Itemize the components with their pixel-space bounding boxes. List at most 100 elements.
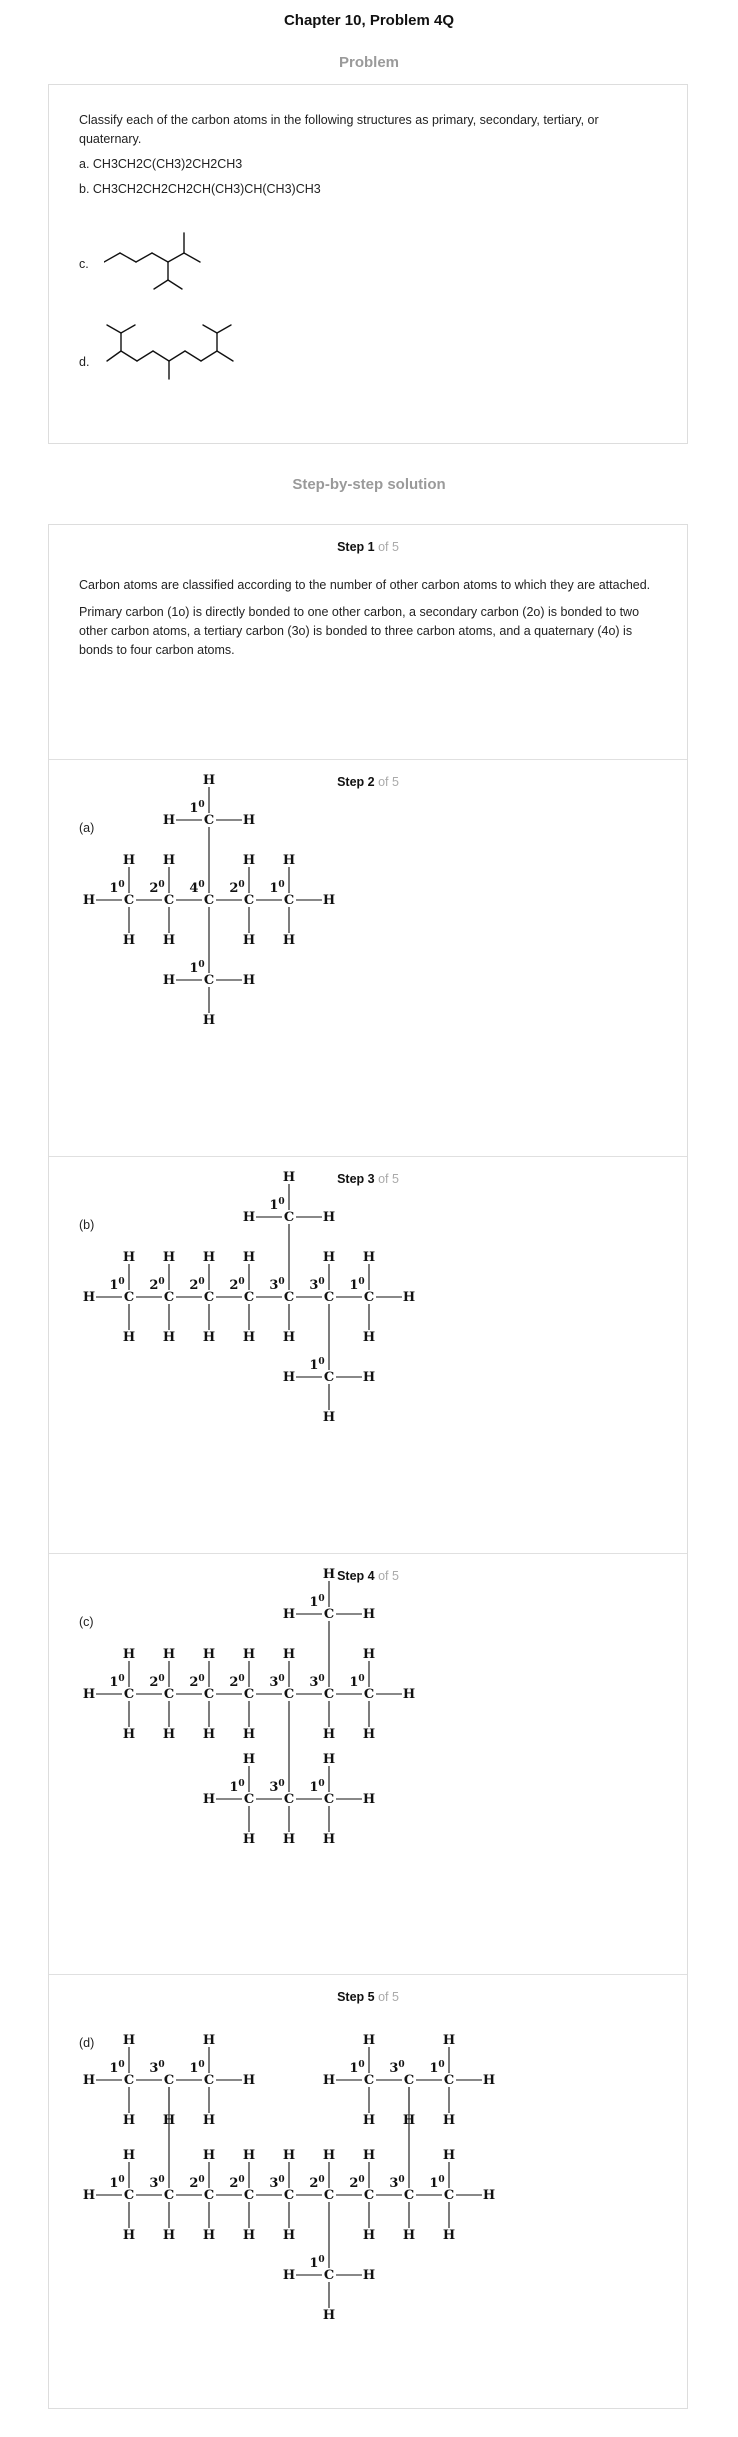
carbon-atom: C xyxy=(244,1687,254,1702)
carbon-class-label: 10 xyxy=(349,1674,364,1690)
hydrogen-atom: H xyxy=(123,1727,135,1742)
hydrogen-atom: H xyxy=(243,973,255,988)
hydrogen-atom: H xyxy=(363,1792,375,1807)
carbon-class-label: 10 xyxy=(309,2255,324,2271)
hydrogen-atom: H xyxy=(83,893,95,908)
carbon-atom: C xyxy=(284,1290,294,1305)
step-1-text-2: Primary carbon (1o) is directly bonded t… xyxy=(79,605,640,657)
hydrogen-atom: H xyxy=(443,2228,455,2243)
hydrogen-atom: H xyxy=(243,2228,255,2243)
carbon-class-label: 10 xyxy=(349,1277,364,1293)
problem-item-a: a. CH3CH2C(CH3)2CH2CH3 xyxy=(79,157,243,171)
hydrogen-atom: H xyxy=(283,1170,295,1185)
carbon-class-label: 20 xyxy=(349,2175,364,2191)
hydrogen-atom: H xyxy=(403,1687,415,1702)
carbon-atom: C xyxy=(284,2188,294,2203)
hydrogen-atom: H xyxy=(363,1647,375,1662)
hydrogen-atom: H xyxy=(163,1727,175,1742)
structure-c-skeletal xyxy=(104,232,201,290)
hydrogen-atom: H xyxy=(323,1567,335,1582)
hydrogen-atom: H xyxy=(243,1752,255,1767)
carbon-atom: C xyxy=(364,1290,374,1305)
hydrogen-atom: H xyxy=(203,1330,215,1345)
hydrogen-atom: H xyxy=(283,2268,295,2283)
carbon-atom: C xyxy=(124,1687,134,1702)
hydrogen-atom: H xyxy=(123,2033,135,2048)
hydrogen-atom: H xyxy=(363,1607,375,1622)
step-1-heading: Step 1 of 5 xyxy=(337,540,399,554)
carbon-atom: C xyxy=(124,893,134,908)
carbon-atom: C xyxy=(284,893,294,908)
step-5-part-label: (d) xyxy=(79,2036,95,2050)
hydrogen-atom: H xyxy=(243,1210,255,1225)
carbon-atom: C xyxy=(324,1370,334,1385)
hydrogen-atom: H xyxy=(483,2073,495,2088)
hydrogen-atom: H xyxy=(203,2033,215,2048)
carbon-atom: C xyxy=(444,2073,454,2088)
hydrogen-atom: H xyxy=(203,1013,215,1028)
hydrogen-atom: H xyxy=(123,933,135,948)
hydrogen-atom: H xyxy=(123,853,135,868)
hydrogen-atom: H xyxy=(363,2268,375,2283)
problem-item-c: c. xyxy=(79,257,89,271)
hydrogen-atom: H xyxy=(403,2228,415,2243)
hydrogen-atom: H xyxy=(283,1607,295,1622)
hydrogen-atom: H xyxy=(243,1250,255,1265)
carbon-atom: C xyxy=(364,2188,374,2203)
hydrogen-atom: H xyxy=(363,2113,375,2128)
hydrogen-atom: H xyxy=(83,1290,95,1305)
carbon-atom: C xyxy=(364,1687,374,1702)
carbon-atom: C xyxy=(324,1792,334,1807)
carbon-atom: C xyxy=(164,2073,174,2088)
hydrogen-atom: H xyxy=(83,2073,95,2088)
hydrogen-atom: H xyxy=(283,2148,295,2163)
step-3-heading: Step 3 of 5 xyxy=(337,1172,399,1186)
hydrogen-atom: H xyxy=(203,2148,215,2163)
carbon-atom: C xyxy=(284,1210,294,1225)
hydrogen-atom: H xyxy=(483,2188,495,2203)
carbon-class-label: 10 xyxy=(429,2175,444,2191)
hydrogen-atom: H xyxy=(203,1250,215,1265)
carbon-class-label: 20 xyxy=(189,1674,204,1690)
hydrogen-atom: H xyxy=(243,2148,255,2163)
carbon-class-label: 40 xyxy=(189,880,204,896)
hydrogen-atom: H xyxy=(123,2148,135,2163)
step-4-part-label: (c) xyxy=(79,1615,94,1629)
hydrogen-atom: H xyxy=(203,1727,215,1742)
carbon-class-label: 30 xyxy=(389,2175,404,2191)
hydrogen-atom: H xyxy=(243,1647,255,1662)
step-5-heading: Step 5 of 5 xyxy=(337,1990,399,2004)
carbon-class-label: 20 xyxy=(309,2175,324,2191)
carbon-atom: C xyxy=(124,1290,134,1305)
carbon-class-label: 10 xyxy=(309,1357,324,1373)
carbon-atom: C xyxy=(324,2268,334,2283)
carbon-atom: C xyxy=(204,893,214,908)
hydrogen-atom: H xyxy=(283,1647,295,1662)
hydrogen-atom: H xyxy=(363,2033,375,2048)
hydrogen-atom: H xyxy=(123,1330,135,1345)
carbon-class-label: 10 xyxy=(109,2175,124,2191)
carbon-atom: C xyxy=(324,2188,334,2203)
hydrogen-atom: H xyxy=(283,2228,295,2243)
carbon-class-label: 30 xyxy=(149,2060,164,2076)
problem-item-b: b. CH3CH2CH2CH2CH(CH3)CH(CH3)CH3 xyxy=(79,182,321,196)
carbon-class-label: 20 xyxy=(229,2175,244,2191)
hydrogen-atom: H xyxy=(323,1832,335,1847)
carbon-class-label: 30 xyxy=(309,1277,324,1293)
hydrogen-atom: H xyxy=(403,1290,415,1305)
carbon-class-label: 10 xyxy=(309,1594,324,1610)
carbon-class-label: 20 xyxy=(149,1277,164,1293)
carbon-class-label: 10 xyxy=(269,880,284,896)
hydrogen-atom: H xyxy=(243,853,255,868)
hydrogen-atom: H xyxy=(363,2148,375,2163)
carbon-class-label: 20 xyxy=(229,1277,244,1293)
carbon-class-label: 30 xyxy=(269,1674,284,1690)
hydrogen-atom: H xyxy=(323,1727,335,1742)
carbon-atom: C xyxy=(204,2073,214,2088)
carbon-class-label: 10 xyxy=(189,960,204,976)
